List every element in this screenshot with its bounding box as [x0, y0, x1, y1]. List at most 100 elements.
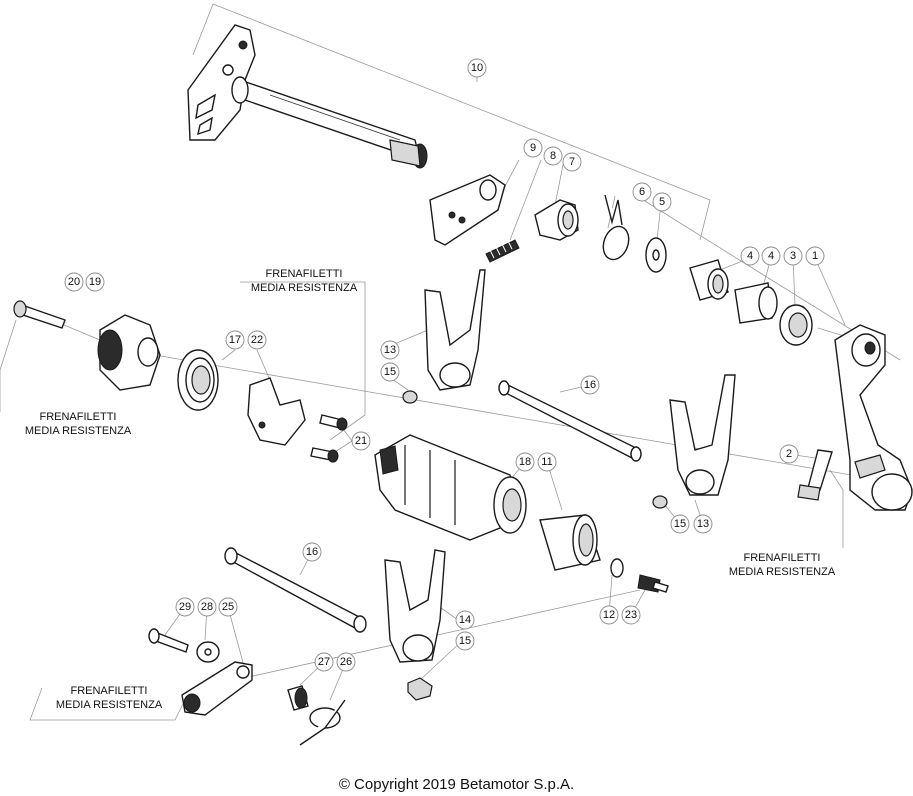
callout-23: 23	[621, 605, 641, 625]
svg-text:26: 26	[340, 656, 352, 668]
svg-text:11: 11	[541, 456, 552, 468]
bushing-7	[534, 199, 579, 241]
callout-8: 8	[543, 146, 563, 166]
callout-15a: 15	[380, 362, 400, 382]
svg-text:2: 2	[786, 448, 792, 460]
svg-text:21: 21	[355, 435, 367, 447]
callout-27: 27	[314, 652, 334, 672]
roller-15c	[407, 677, 433, 701]
svg-text:20: 20	[68, 276, 80, 288]
note-threadlocker-left: FRENAFILETTI MEDIA RESISTENZA	[25, 411, 132, 437]
callout-14: 14	[455, 610, 475, 630]
callout-21: 21	[351, 431, 371, 451]
seal-17	[177, 349, 219, 411]
shift-fork-13-right	[669, 374, 736, 496]
svg-text:3: 3	[790, 250, 796, 262]
fork-rod-16-upper	[498, 380, 642, 462]
svg-text:5: 5	[659, 196, 665, 208]
seal-3	[779, 304, 813, 346]
callout-5: 5	[652, 192, 672, 212]
callout-15c: 15	[455, 631, 475, 651]
callout-26: 26	[336, 652, 356, 672]
svg-text:27: 27	[318, 656, 330, 668]
callout-2: 2	[779, 444, 799, 464]
svg-text:17: 17	[229, 334, 241, 346]
callout-25: 25	[218, 597, 238, 617]
bolt-2	[797, 449, 833, 501]
svg-text:29: 29	[179, 601, 191, 613]
svg-text:19: 19	[89, 276, 101, 288]
washer-12	[610, 558, 624, 578]
callout-20: 20	[64, 272, 84, 292]
svg-text:15: 15	[674, 518, 686, 530]
svg-text:15: 15	[384, 366, 396, 378]
sensor-23	[637, 574, 669, 593]
callout-16b: 16	[302, 542, 322, 562]
svg-text:FRENAFILETTI: FRENAFILETTI	[265, 268, 342, 280]
svg-text:16: 16	[584, 379, 596, 391]
svg-text:13: 13	[384, 344, 396, 356]
svg-text:8: 8	[550, 150, 556, 162]
pin-29	[148, 628, 189, 653]
roller-15b	[652, 495, 668, 509]
callout-6: 6	[632, 182, 652, 202]
washer-5	[645, 237, 667, 273]
svg-text:MEDIA RESISTENZA: MEDIA RESISTENZA	[56, 699, 163, 711]
callout-13b: 13	[693, 514, 713, 534]
callout-7: 7	[562, 152, 582, 172]
svg-text:23: 23	[625, 609, 637, 621]
spring-clip-6	[602, 194, 630, 261]
bearing-11	[539, 514, 601, 571]
svg-text:25: 25	[222, 601, 234, 613]
callout-9: 9	[523, 138, 543, 158]
svg-text:MEDIA RESISTENZA: MEDIA RESISTENZA	[729, 566, 836, 578]
shift-drum-18	[374, 434, 527, 541]
svg-text:28: 28	[201, 601, 213, 613]
copyright-text: © Copyright 2019 Betamotor S.p.A.	[338, 776, 575, 793]
svg-text:MEDIA RESISTENZA: MEDIA RESISTENZA	[25, 425, 132, 437]
svg-text:FRENAFILETTI: FRENAFILETTI	[743, 552, 820, 564]
lever-25	[181, 661, 253, 716]
note-threadlocker-right: FRENAFILETTI MEDIA RESISTENZA	[729, 552, 836, 578]
callout-28: 28	[197, 597, 217, 617]
callout-13a: 13	[380, 340, 400, 360]
svg-text:13: 13	[697, 518, 709, 530]
shift-fork-13-upper	[424, 269, 486, 391]
svg-text:15: 15	[459, 635, 471, 647]
svg-text:16: 16	[306, 546, 318, 558]
svg-text:FRENAFILETTI: FRENAFILETTI	[39, 411, 116, 423]
svg-text:4: 4	[747, 250, 753, 262]
roller-15a	[402, 390, 418, 404]
svg-text:6: 6	[639, 186, 645, 198]
svg-text:4: 4	[768, 250, 774, 262]
callout-1: 1	[805, 246, 825, 266]
washer-28	[196, 641, 220, 663]
callout-4b: 4	[761, 246, 781, 266]
callout-22: 22	[247, 330, 267, 350]
shift-shaft	[187, 24, 428, 169]
callout-12: 12	[599, 605, 619, 625]
svg-text:14: 14	[459, 614, 471, 626]
bracket-22	[247, 377, 306, 446]
note-threadlocker-bottom: FRENAFILETTI MEDIA RESISTENZA	[56, 685, 163, 711]
callout-11: 11	[537, 452, 557, 472]
note-threadlocker-top: FRENAFILETTI MEDIA RESISTENZA	[251, 268, 358, 294]
gear-lever	[834, 324, 913, 511]
callout-18: 18	[515, 452, 535, 472]
callout-3: 3	[783, 246, 803, 266]
svg-text:FRENAFILETTI: FRENAFILETTI	[70, 685, 147, 697]
shift-fork-14	[384, 549, 446, 663]
callout-29: 29	[175, 597, 195, 617]
roller-27	[287, 685, 309, 711]
callout-17: 17	[225, 330, 245, 350]
index-star-19	[97, 314, 161, 391]
bearing-4a	[689, 259, 729, 301]
svg-text:22: 22	[251, 334, 263, 346]
svg-text:12: 12	[603, 609, 615, 621]
callout-15b: 15	[670, 514, 690, 534]
callouts: 10 9 8 7 6 5 4 4 3 1 2 20 19 17 22 13 15…	[64, 58, 825, 672]
callout-4a: 4	[740, 246, 760, 266]
spring-8	[485, 239, 520, 263]
svg-text:9: 9	[530, 142, 536, 154]
